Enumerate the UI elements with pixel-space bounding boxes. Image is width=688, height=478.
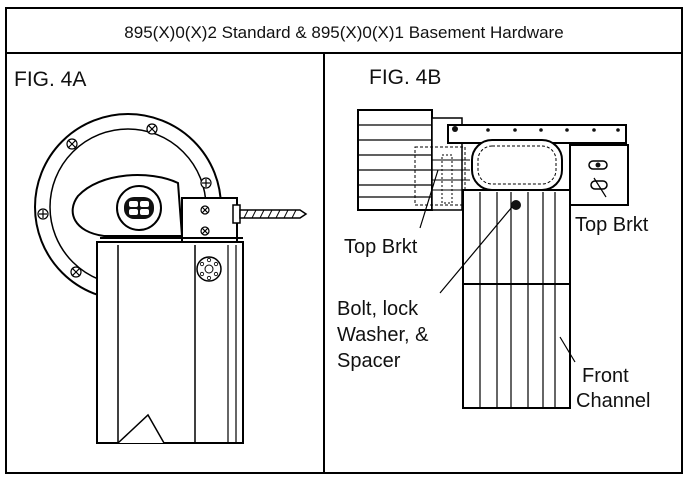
bolt-label-line3: Spacer [337, 350, 401, 372]
top-bracket-left-label: Top Brkt [344, 236, 418, 258]
diagram-title: 895(X)0(X)2 Standard & 895(X)0(X)1 Basem… [124, 23, 563, 42]
fig-4a-label: FIG. 4A [14, 68, 86, 91]
fig-4a: FIG. 4A [14, 68, 308, 444]
front-channel-label-line2: Channel [576, 390, 651, 412]
motor-plate-drawing [34, 113, 308, 444]
bolt-label-line2: Washer, & [337, 324, 429, 346]
fig-4b-label: FIG. 4B [369, 66, 441, 89]
bolt-label-line1: Bolt, lock [337, 298, 419, 320]
front-channel-label-line1: Front [582, 365, 629, 387]
fig-4b: FIG. 4B [337, 66, 651, 412]
front-channel-drawing [357, 109, 629, 409]
top-bracket-right-label: Top Brkt [575, 214, 649, 236]
